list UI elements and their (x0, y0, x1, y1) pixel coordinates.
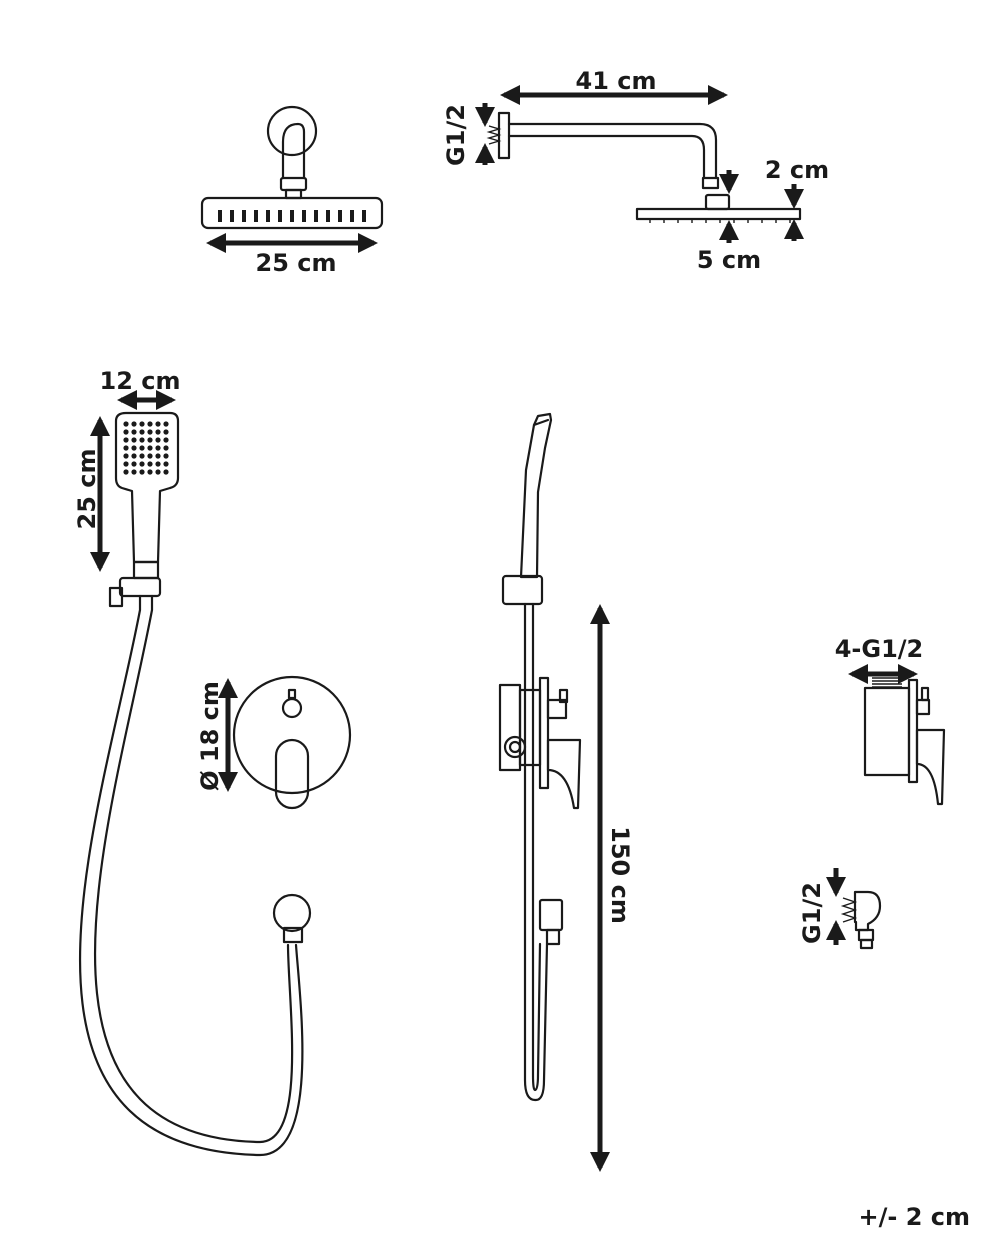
shower-arm-side-view (486, 111, 802, 223)
hand-width-label: 12 cm (100, 367, 181, 395)
wall-outlet-elbow (840, 890, 882, 950)
plate-diameter-label: Ø 18 cm (196, 681, 224, 791)
valve-plate (232, 675, 352, 810)
valve-ports-label: 4-G1/2 (835, 635, 924, 663)
outlet-thread-label: G1/2 (798, 882, 826, 944)
overhead-shower-front-view (200, 105, 384, 230)
rail-height-label: 150 cm (606, 826, 634, 924)
head-thickness-label: 2 cm (765, 156, 829, 184)
diverter-valve-body (863, 677, 946, 806)
arm-thread-label: G1/2 (442, 104, 470, 166)
tolerance-note: +/- 2 cm (859, 1203, 970, 1231)
installed-system-side-view (498, 412, 582, 1102)
head-neck-label: 5 cm (697, 246, 761, 274)
arm-length-label: 41 cm (576, 67, 657, 95)
hand-shower-with-hose (78, 411, 312, 1157)
overhead-width-label: 25 cm (256, 249, 337, 277)
hand-length-label: 25 cm (73, 449, 101, 530)
